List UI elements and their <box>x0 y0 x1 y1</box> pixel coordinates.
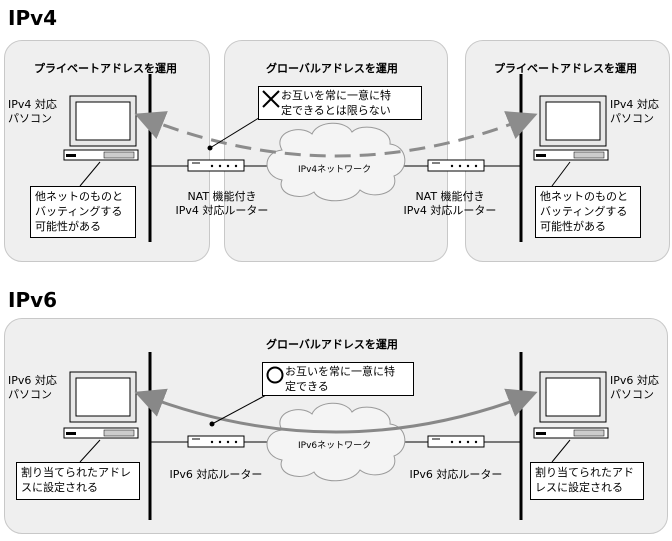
ipv4-center-heading: グローバルアドレスを運用 <box>266 62 398 75</box>
router-label-line: IPv6 対応ルーター <box>169 468 263 481</box>
ipv4-right-callout: 他ネットのものと バッティングする 可能性がある <box>535 186 641 238</box>
callout-line: 他ネットのものと <box>35 190 123 203</box>
ipv6-right-pc-label: IPv6 対応 パソコン <box>610 374 659 402</box>
ipv6-left-router-label: IPv6 対応ルーター <box>166 468 266 482</box>
ipv4-note: お互いを常に一意に特 定できるとは限らない <box>258 86 422 120</box>
callout-line: 割り当てられたアドレ <box>21 466 131 479</box>
ipv6-cloud-label: IPv6ネットワーク <box>298 441 372 451</box>
ipv4-right-pc-label: IPv4 対応 パソコン <box>610 98 659 126</box>
pc-label-line: IPv6 対応 <box>8 374 57 387</box>
note-line: お互いを常に一意に特 <box>285 365 395 378</box>
router-label-line: NAT 機能付き <box>415 190 485 203</box>
pc-label-line: IPv6 対応 <box>610 374 659 387</box>
router-label-line: IPv4 対応ルーター <box>175 204 269 217</box>
pc-label-line: パソコン <box>8 388 52 401</box>
cross-mark-icon <box>262 90 280 108</box>
ipv4-note-text: お互いを常に一意に特 定できるとは限らない <box>281 88 391 118</box>
pc-label-line: パソコン <box>610 388 654 401</box>
callout-line: 他ネットのものと <box>540 190 628 203</box>
pc-label-line: IPv4 対応 <box>8 98 57 111</box>
router-label-line: IPv4 対応ルーター <box>403 204 497 217</box>
ipv6-note: お互いを常に一意に特 定できる <box>262 362 414 396</box>
note-line: 定できる <box>285 380 329 393</box>
callout-line: スに設定される <box>21 481 98 494</box>
callout-line: 可能性がある <box>540 220 606 233</box>
ipv6-note-text: お互いを常に一意に特 定できる <box>285 364 395 394</box>
pc-label-line: IPv4 対応 <box>610 98 659 111</box>
ipv4-right-router-label: NAT 機能付き IPv4 対応ルーター <box>400 190 500 218</box>
ipv6-title: IPv6 <box>8 288 58 312</box>
ipv6-left-callout: 割り当てられたアドレ スに設定される <box>16 462 140 500</box>
callout-line: バッティングする <box>540 205 628 218</box>
ipv4-left-pc-label: IPv4 対応 パソコン <box>8 98 57 126</box>
callout-line: レスに設定される <box>535 481 623 494</box>
ipv4-cloud-label: IPv4ネットワーク <box>298 165 372 175</box>
ipv6-right-callout: 割り当てられたアド レスに設定される <box>530 462 644 500</box>
callout-line: 割り当てられたアド <box>535 466 634 479</box>
ipv6-heading: グローバルアドレスを運用 <box>266 338 398 351</box>
ipv6-left-pc-label: IPv6 対応 パソコン <box>8 374 57 402</box>
ipv4-left-heading: プライベートアドレスを運用 <box>34 62 177 75</box>
ipv4-title: IPv4 <box>8 6 58 30</box>
callout-line: バッティングする <box>35 205 123 218</box>
circle-mark-icon <box>266 366 284 384</box>
note-line: 定できるとは限らない <box>281 104 391 117</box>
ipv4-right-heading: プライベートアドレスを運用 <box>494 62 637 75</box>
pc-label-line: パソコン <box>610 112 654 125</box>
ipv4-left-router-label: NAT 機能付き IPv4 対応ルーター <box>172 190 272 218</box>
ipv4-left-callout: 他ネットのものと バッティングする 可能性がある <box>30 186 136 238</box>
note-line: お互いを常に一意に特 <box>281 89 391 102</box>
router-label-line: NAT 機能付き <box>187 190 257 203</box>
ipv6-right-router-label: IPv6 対応ルーター <box>406 468 506 482</box>
pc-label-line: パソコン <box>8 112 52 125</box>
callout-line: 可能性がある <box>35 220 101 233</box>
router-label-line: IPv6 対応ルーター <box>409 468 503 481</box>
